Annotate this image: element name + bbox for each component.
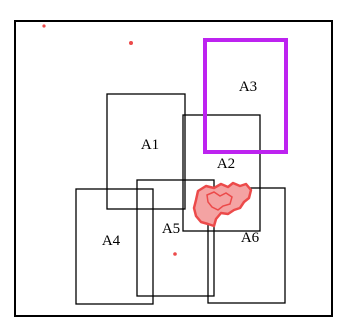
outer-frame	[14, 20, 333, 317]
region-a4-box	[75, 188, 154, 305]
region-a6-label: A6	[241, 230, 260, 246]
region-a1-label: A1	[141, 137, 159, 153]
red-dot	[42, 24, 46, 28]
red-dot	[129, 41, 133, 45]
region-a4-label: A4	[102, 233, 121, 249]
region-a5-box	[136, 179, 215, 297]
red-blob	[192, 181, 253, 228]
red-blob-inner	[206, 191, 233, 211]
region-a5-label: A5	[162, 221, 180, 237]
region-a3-highlight-box	[203, 38, 288, 154]
region-a2-label: A2	[217, 156, 235, 172]
region-a2-box	[182, 114, 261, 232]
region-a1-box	[106, 93, 186, 210]
red-dot	[173, 252, 177, 256]
region-a3-label: A3	[239, 79, 257, 95]
